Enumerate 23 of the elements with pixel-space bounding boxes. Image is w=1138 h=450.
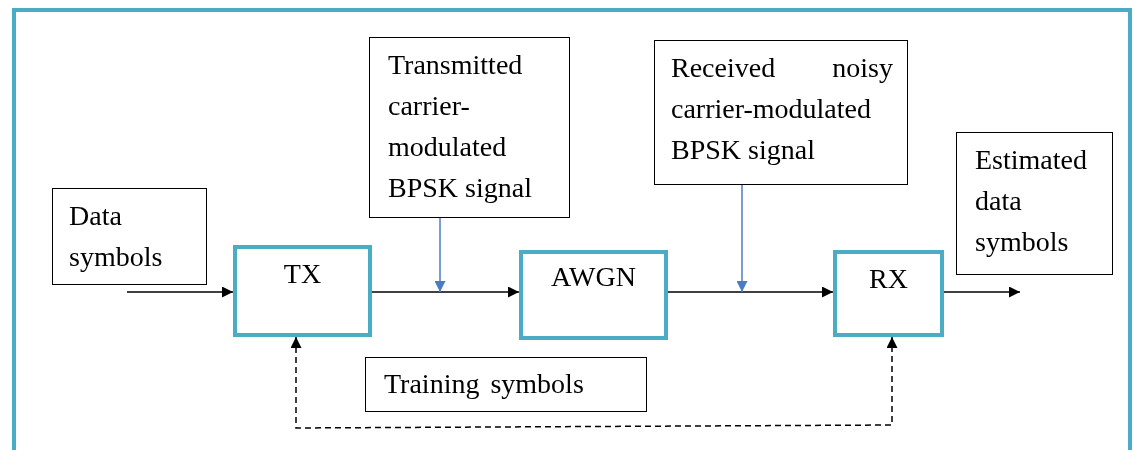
text-box	[365, 357, 647, 412]
text-box	[956, 132, 1113, 275]
pointer-arrow	[434, 217, 446, 293]
process-box	[519, 250, 668, 340]
label-text: Training symbols	[384, 367, 585, 401]
block-label: AWGN	[550, 260, 637, 294]
label-text: Data symbols	[69, 199, 164, 274]
text-box	[654, 40, 908, 185]
connector-arrow	[126, 286, 234, 298]
block-label: RX	[868, 262, 909, 296]
label-text: Transmitted carrier-modulated BPSK signal	[388, 48, 533, 205]
label-text: Estimated data symbols	[975, 143, 1088, 259]
block-label: TX	[282, 257, 323, 291]
process-box	[233, 245, 372, 337]
connector-arrow	[667, 286, 834, 298]
pointer-arrow	[736, 184, 748, 293]
connector-arrow	[290, 336, 898, 429]
text-box	[52, 188, 207, 285]
connector-arrow	[943, 286, 1021, 298]
label-text: Received noisy carrier-modulated BPSK signal	[671, 51, 893, 167]
text-box	[369, 37, 570, 218]
connector-arrow	[371, 286, 520, 298]
process-box	[833, 250, 944, 337]
